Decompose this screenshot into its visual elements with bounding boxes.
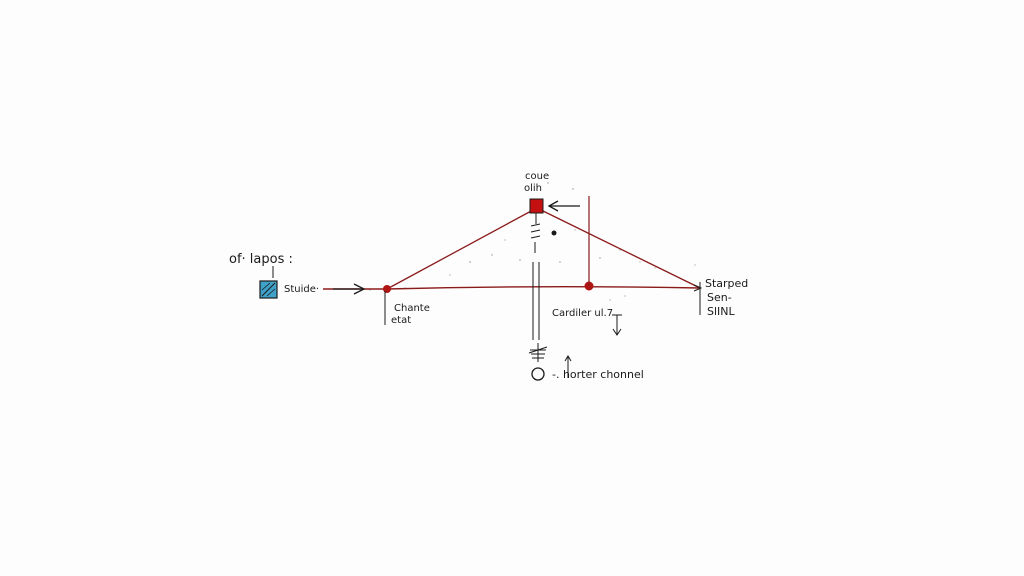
left-node-label-line2: etat <box>391 315 411 326</box>
spring-coil-icon <box>530 213 541 253</box>
top-node-icon <box>529 198 544 214</box>
left-junction-node <box>383 285 391 293</box>
top-label-line1: coue <box>525 171 549 182</box>
down-arrow-icon <box>612 314 622 336</box>
left-node-label-line1: Chante <box>394 303 430 314</box>
left-diagonal-wire <box>386 209 534 290</box>
hatched-square-icon <box>259 280 278 299</box>
right-label-line3: SlINL <box>707 305 736 318</box>
middle-label: Cardiler ul.7 <box>552 308 613 319</box>
top-node-pointer-arrow <box>547 200 580 212</box>
top-label-line2: olih <box>524 183 542 194</box>
left-title-label: of· lapos : <box>229 252 293 267</box>
main-wire <box>323 286 701 290</box>
bottom-circle-icon <box>531 367 545 381</box>
left-box-label: Stuide· <box>284 284 319 295</box>
right-terminal-arrow <box>693 284 703 292</box>
bottom-label: -. horter chonnel <box>552 368 644 381</box>
input-arrow <box>333 283 366 295</box>
right-label-line1: Starped <box>705 277 748 290</box>
up-arrow-icon <box>564 355 572 378</box>
ink-speckles <box>369 182 696 301</box>
right-label-line2: Sen- <box>707 291 732 304</box>
dot-marker <box>551 230 557 236</box>
right-diagonal-wire <box>540 209 701 289</box>
bottom-component-icon <box>528 343 548 362</box>
